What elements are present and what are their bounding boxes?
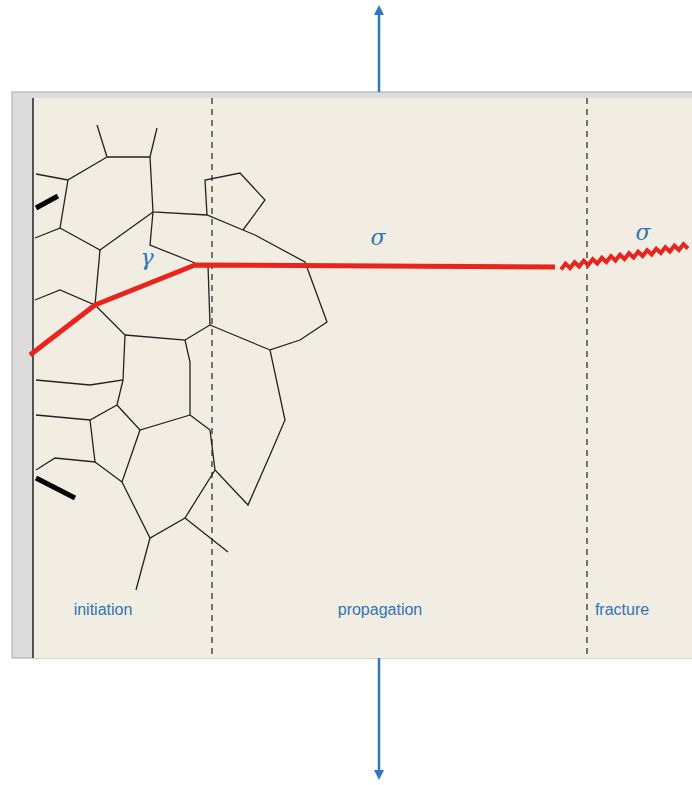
specimen-frame <box>12 92 692 658</box>
stress-symbol: γ <box>140 247 153 269</box>
stage-label: fracture <box>595 602 649 618</box>
specimen-edge <box>32 98 34 658</box>
stress-symbol: σ <box>635 222 650 244</box>
surface-notch <box>36 478 75 498</box>
crack-path <box>30 265 555 355</box>
load-arrow <box>378 10 381 92</box>
stage-label: propagation <box>338 602 423 618</box>
grain-boundaries <box>35 125 327 590</box>
fracture-surface <box>561 244 688 269</box>
stage-label: initiation <box>74 602 133 618</box>
stage-divider <box>211 98 212 658</box>
specimen-body <box>33 98 692 658</box>
stress-symbol: σ <box>370 227 385 249</box>
surface-notch <box>36 196 58 208</box>
load-arrow <box>378 658 381 775</box>
stage-divider <box>586 98 587 658</box>
